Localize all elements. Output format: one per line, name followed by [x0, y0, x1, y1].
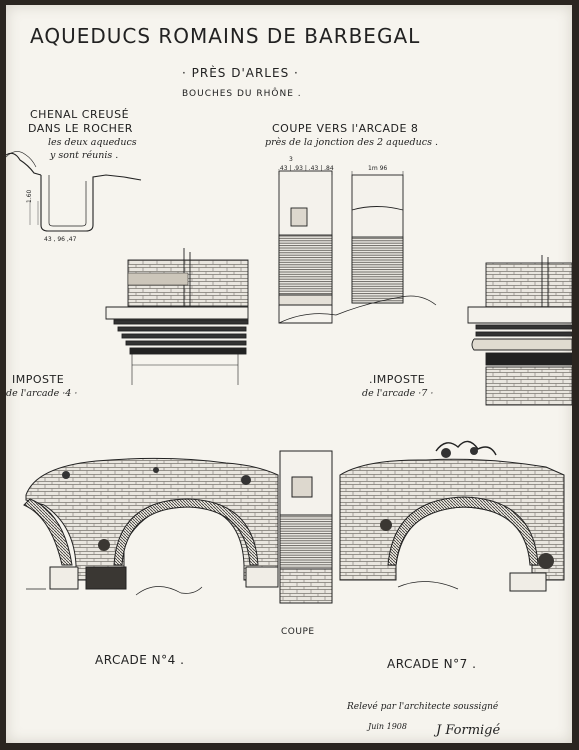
chenal-dimensions: 43 , 96 ,47 — [44, 236, 77, 243]
imposte4-label: IMPOSTE — [12, 373, 65, 386]
chenal-label-line2: DANS LE ROCHER — [28, 122, 133, 135]
imposte4-sub: de l'arcade ·4 · — [6, 388, 78, 399]
coupe-label: COUPE — [281, 627, 315, 637]
signature-name: J Formigé — [436, 723, 501, 738]
location-subtitle: · PRÈS D'ARLES · — [182, 66, 299, 80]
coupe-arcade8-title: COUPE VERS l'ARCADE 8 — [272, 122, 419, 135]
imposte7-label: .IMPOSTE — [369, 373, 426, 386]
imposte7-drawing — [467, 255, 572, 406]
imposte4-drawing — [105, 248, 249, 385]
imposte7-sub: de l'arcade ·7 · — [362, 388, 434, 399]
drawing-sheet: AQUEDUCS ROMAINS DE BARBEGAL · PRÈS D'AR… — [6, 5, 572, 743]
chenal-label-line1: CHENAL CREUSÉ — [30, 108, 130, 121]
coupe-arcade8-note: près de la jonction des 2 aqueducs . — [265, 137, 438, 148]
coupe-dims-left: .43 | .93 | .43 | .84 — [278, 165, 334, 172]
arcade7-drawing — [339, 440, 565, 592]
region-subtitle: BOUCHES DU RHÔNE . — [182, 89, 302, 99]
arcade7-label: ARCADE N°7 . — [387, 657, 477, 671]
chenal-note-line2: y sont réunis . — [50, 150, 119, 161]
arcade4-drawing — [23, 457, 279, 596]
signature-date: Juin 1908 — [368, 722, 407, 731]
signature-line1: Relevé par l'architecte soussigné — [347, 702, 499, 712]
chenal-note-line1: les deux aqueducs — [48, 137, 137, 148]
arcade4-label: ARCADE N°4 . — [95, 653, 185, 667]
coupe-pier-drawing — [279, 450, 333, 604]
chenal-section — [6, 151, 142, 232]
coupe-dims-right: 1m 96 — [368, 165, 388, 172]
drawing-artwork — [6, 151, 572, 604]
drawing-title: AQUEDUCS ROMAINS DE BARBEGAL — [30, 24, 421, 48]
coupe-top-dim: 3 — [289, 156, 293, 163]
coupe-arcade8-drawing — [278, 170, 437, 324]
